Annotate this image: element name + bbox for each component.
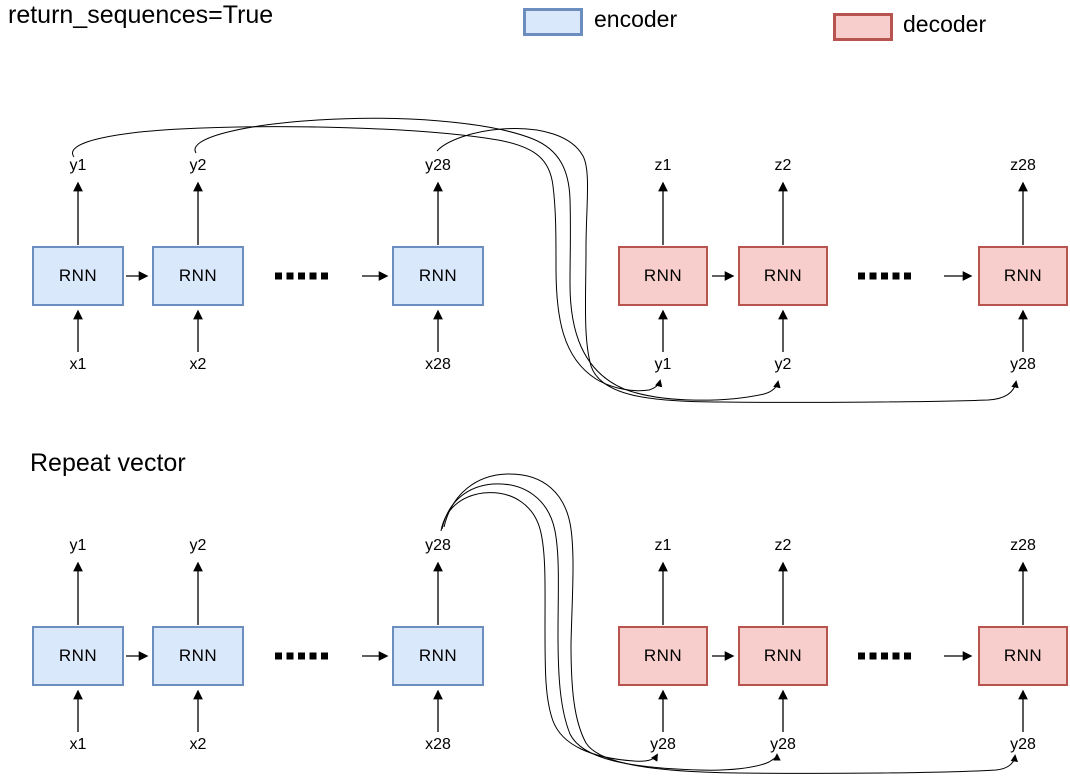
d1-enc-input-2: x2	[189, 356, 207, 373]
d1-enc-input-1: x1	[69, 356, 87, 373]
d1-curve-y1-to-y1	[72, 126, 663, 392]
d2-decoder-box-2: RNN	[738, 626, 828, 686]
d2-decoder-box-1: RNN	[618, 626, 708, 686]
d1-enc-output-2: y2	[189, 157, 207, 174]
d1-dec-input-3: y28	[1010, 356, 1036, 373]
legend-encoder-swatch	[523, 8, 583, 36]
d2-dec-input-1: y28	[650, 736, 676, 753]
ellipsis-dots	[275, 272, 911, 660]
d2-dec-output-1: z1	[654, 537, 672, 554]
d2-arrows	[73, 561, 1028, 732]
legend-decoder-swatch	[833, 13, 893, 41]
d2-enc-input-1: x1	[69, 736, 87, 753]
d1-dec-output-3: z28	[1010, 157, 1036, 174]
d1-dec-input-1: y1	[654, 356, 672, 373]
d1-arrows	[73, 181, 1028, 352]
d1-encoder-box-2: RNN	[152, 246, 244, 306]
d1-enc-input-3: x28	[425, 356, 451, 373]
d2-dec-input-2: y28	[770, 736, 796, 753]
d2-encoder-box-1: RNN	[32, 626, 124, 686]
d1-curve-y28-to-y28	[436, 127, 1019, 403]
d1-dec-output-2: z2	[774, 157, 792, 174]
d2-dec-input-3: y28	[1010, 736, 1036, 753]
d2-encoder-box-3: RNN	[392, 626, 484, 686]
d2-repeat-curves	[440, 473, 1019, 774]
d2-curve-y28-to-in1	[440, 492, 658, 762]
d2-dec-output-3: z28	[1010, 537, 1036, 554]
d1-enc-output-1: y1	[69, 157, 87, 174]
diagram2-title: Repeat vector	[30, 449, 186, 477]
d2-encoder-box-2: RNN	[152, 626, 244, 686]
d2-curve-y28-to-in2	[441, 483, 781, 771]
d2-curve-y28-to-in3	[443, 473, 1019, 774]
d1-feedback-curves	[72, 117, 1019, 403]
d2-enc-output-1: y1	[69, 537, 87, 554]
d1-dec-output-1: z1	[654, 157, 672, 174]
d1-enc-output-3: y28	[425, 157, 451, 174]
d1-encoder-box-3: RNN	[392, 246, 484, 306]
legend-encoder-label: encoder	[594, 6, 678, 32]
d2-dec-output-2: z2	[774, 537, 792, 554]
d1-decoder-box-1: RNN	[618, 246, 708, 306]
d2-enc-output-2: y2	[189, 537, 207, 554]
d1-decoder-box-3: RNN	[978, 246, 1068, 306]
d1-curve-y2-to-y2	[194, 117, 781, 401]
d1-decoder-box-2: RNN	[738, 246, 828, 306]
d1-dec-input-2: y2	[774, 356, 792, 373]
d2-enc-output-3: y28	[425, 537, 451, 554]
legend-decoder-label: decoder	[903, 11, 987, 37]
diagram1-title: return_sequences=True	[8, 1, 274, 29]
d1-encoder-box-1: RNN	[32, 246, 124, 306]
d2-enc-input-2: x2	[189, 736, 207, 753]
d2-enc-input-3: x28	[425, 736, 451, 753]
d2-decoder-box-3: RNN	[978, 626, 1068, 686]
